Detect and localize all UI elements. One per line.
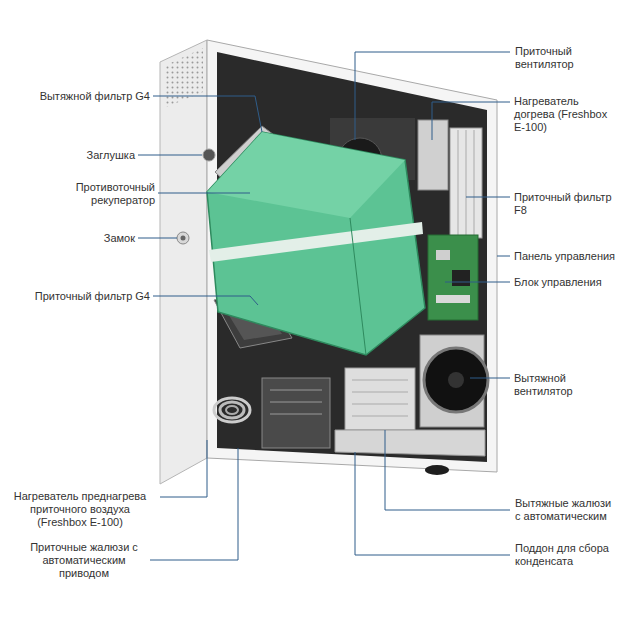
- callout-label: Нагреватель преднагрева приточного возду…: [4, 490, 156, 529]
- callout-label: Заглушка: [50, 149, 135, 162]
- counterflow-recuperator: [207, 132, 425, 355]
- right-components: [418, 120, 488, 427]
- callout-label: Нагреватель догрева (Freshbox E-100): [514, 95, 620, 134]
- callout-label: Поддон для сбора конденсата: [515, 542, 615, 568]
- callout-label: Замок: [60, 232, 135, 245]
- callout-label: Блок управления: [514, 276, 620, 289]
- housing-frame: [203, 40, 497, 475]
- callout-label: Противоточный рекуператор: [50, 181, 155, 207]
- callout-label: Приточный вентилятор: [515, 45, 619, 71]
- callout-label: Приточные жалюзи с автоматическим привод…: [28, 541, 140, 580]
- callout-label: Панель управления: [514, 250, 620, 263]
- bottom-components: [214, 368, 485, 456]
- callout-label: Приточный фильтр G4: [15, 290, 150, 303]
- callout-label: Вытяжные жалюзи с автоматическим: [515, 497, 615, 523]
- callout-label: Вытяжной фильтр G4: [18, 90, 150, 103]
- callout-label: Приточный фильтр F8: [514, 191, 620, 217]
- side-panel: [160, 40, 207, 484]
- leader-lines: [138, 52, 510, 560]
- callout-label: Вытяжной вентилятор: [514, 372, 620, 398]
